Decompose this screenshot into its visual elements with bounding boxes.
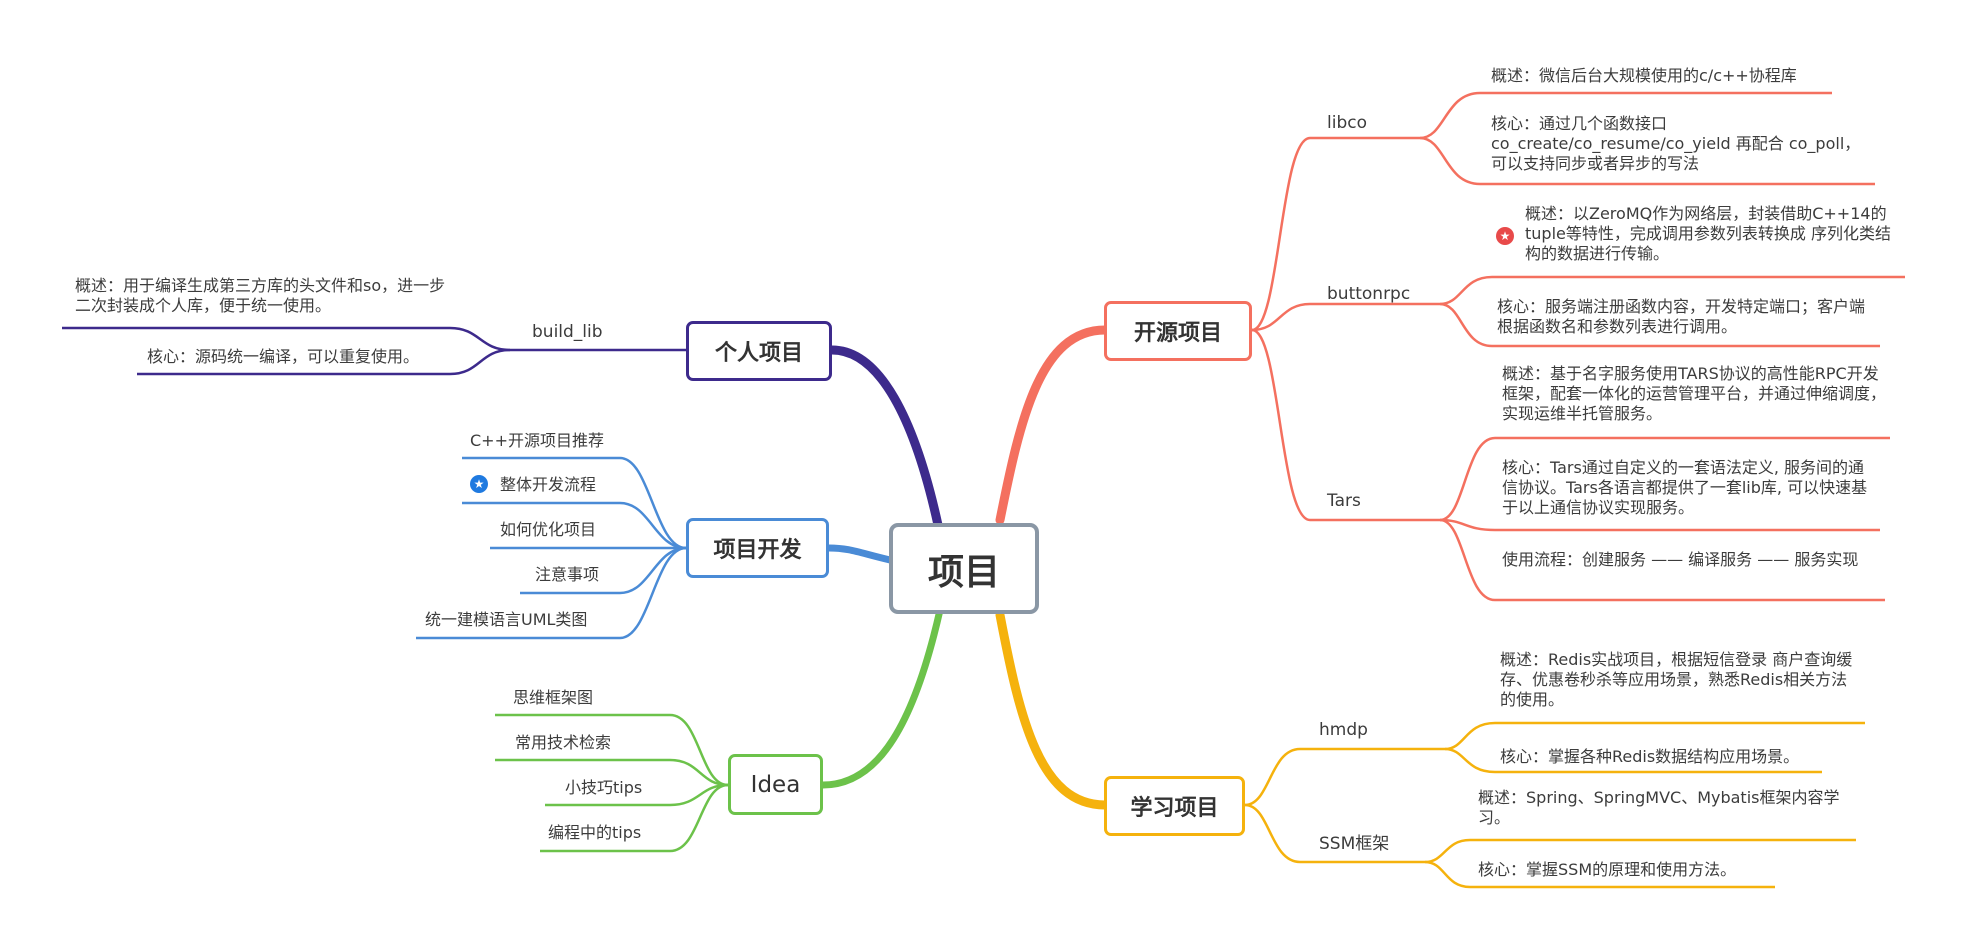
tars-core[interactable]: 核心：Tars通过自定义的一套语法定义, 服务间的通信协议。Tars各语言都提供…: [1502, 458, 1868, 517]
star-badge-icon: ★: [470, 475, 488, 493]
branch-dev-title: 项目开发: [713, 538, 802, 563]
branch-personal[interactable]: 个人项目: [686, 321, 832, 381]
dev-item[interactable]: C++开源项目推荐: [470, 431, 604, 450]
hmdp-overview[interactable]: 概述：Redis实战项目，根据短信登录 商户查询缓存、优惠卷秒杀等应用场景，熟悉…: [1500, 650, 1853, 709]
branch-personal-title: 个人项目: [714, 341, 803, 366]
dev-item[interactable]: 统一建模语言UML类图: [425, 610, 588, 629]
buttonrpc-overview[interactable]: 概述：以ZeroMQ作为网络层，封装借助C++14的tuple等特性，完成调用参…: [1525, 204, 1891, 263]
dev-item[interactable]: 注意事项: [535, 565, 600, 584]
topic-ssm[interactable]: SSM框架: [1319, 834, 1390, 854]
topic-build-lib[interactable]: build_lib: [532, 322, 603, 342]
build-lib-overview[interactable]: 概述：用于编译生成第三方库的头文件和so，进一步二次封装成个人库，便于统一使用。: [75, 276, 446, 315]
branch-idea[interactable]: Idea: [728, 754, 823, 815]
ssm-core[interactable]: 核心：掌握SSM的原理和使用方法。: [1478, 860, 1737, 879]
idea-item[interactable]: 思维框架图: [513, 688, 594, 707]
topic-buttonrpc[interactable]: buttonrpc: [1327, 284, 1411, 304]
branch-open-source-title: 开源项目: [1133, 321, 1222, 346]
dev-item[interactable]: 如何优化项目: [500, 520, 597, 539]
branch-dev[interactable]: 项目开发: [686, 518, 829, 578]
dev-item[interactable]: 整体开发流程: [500, 475, 597, 494]
build-lib-core[interactable]: 核心：源码统一编译，可以重复使用。: [147, 347, 420, 366]
connector-idea: [819, 606, 944, 789]
topic-libco[interactable]: libco: [1327, 113, 1367, 133]
tars-overview[interactable]: 概述：基于名字服务使用TARS协议的高性能RPC开发框架，配套一体化的运营管理平…: [1502, 364, 1887, 423]
star-badge-icon: ★: [1496, 227, 1514, 245]
tars-usage[interactable]: 使用流程：创建服务 —— 编译服务 —— 服务实现: [1502, 550, 1859, 569]
buttonrpc-core[interactable]: 核心：服务端注册函数内容，开发特定端口；客户端根据函数名和参数列表进行调用。: [1497, 297, 1866, 336]
branch-idea-title: Idea: [750, 771, 801, 798]
branch-learning-title: 学习项目: [1130, 796, 1219, 821]
topic-hmdp[interactable]: hmdp: [1319, 720, 1368, 740]
hmdp-core[interactable]: 核心：掌握各种Redis数据结构应用场景。: [1500, 747, 1800, 766]
connector-open-source: [995, 325, 1110, 525]
branch-learning[interactable]: 学习项目: [1104, 776, 1245, 836]
libco-overview[interactable]: 概述：微信后台大规模使用的c/c++协程库: [1491, 66, 1797, 85]
idea-item[interactable]: 小技巧tips: [565, 778, 643, 797]
libco-core[interactable]: 核心：通过几个函数接口 co_create/co_resume/co_yield…: [1491, 114, 1861, 173]
ssm-overview[interactable]: 概述：Spring、SpringMVC、Mybatis框架内容学习。: [1478, 788, 1840, 827]
connector-personal: [827, 345, 943, 530]
topic-tars[interactable]: Tars: [1327, 491, 1361, 511]
connector-learning: [995, 610, 1110, 810]
branch-open-source[interactable]: 开源项目: [1104, 301, 1252, 361]
center-node[interactable]: 项目: [889, 523, 1039, 614]
center-title: 项目: [927, 551, 1000, 593]
idea-item[interactable]: 常用技术检索: [515, 733, 612, 752]
connector-dev: [825, 544, 894, 564]
idea-item[interactable]: 编程中的tips: [548, 823, 642, 842]
